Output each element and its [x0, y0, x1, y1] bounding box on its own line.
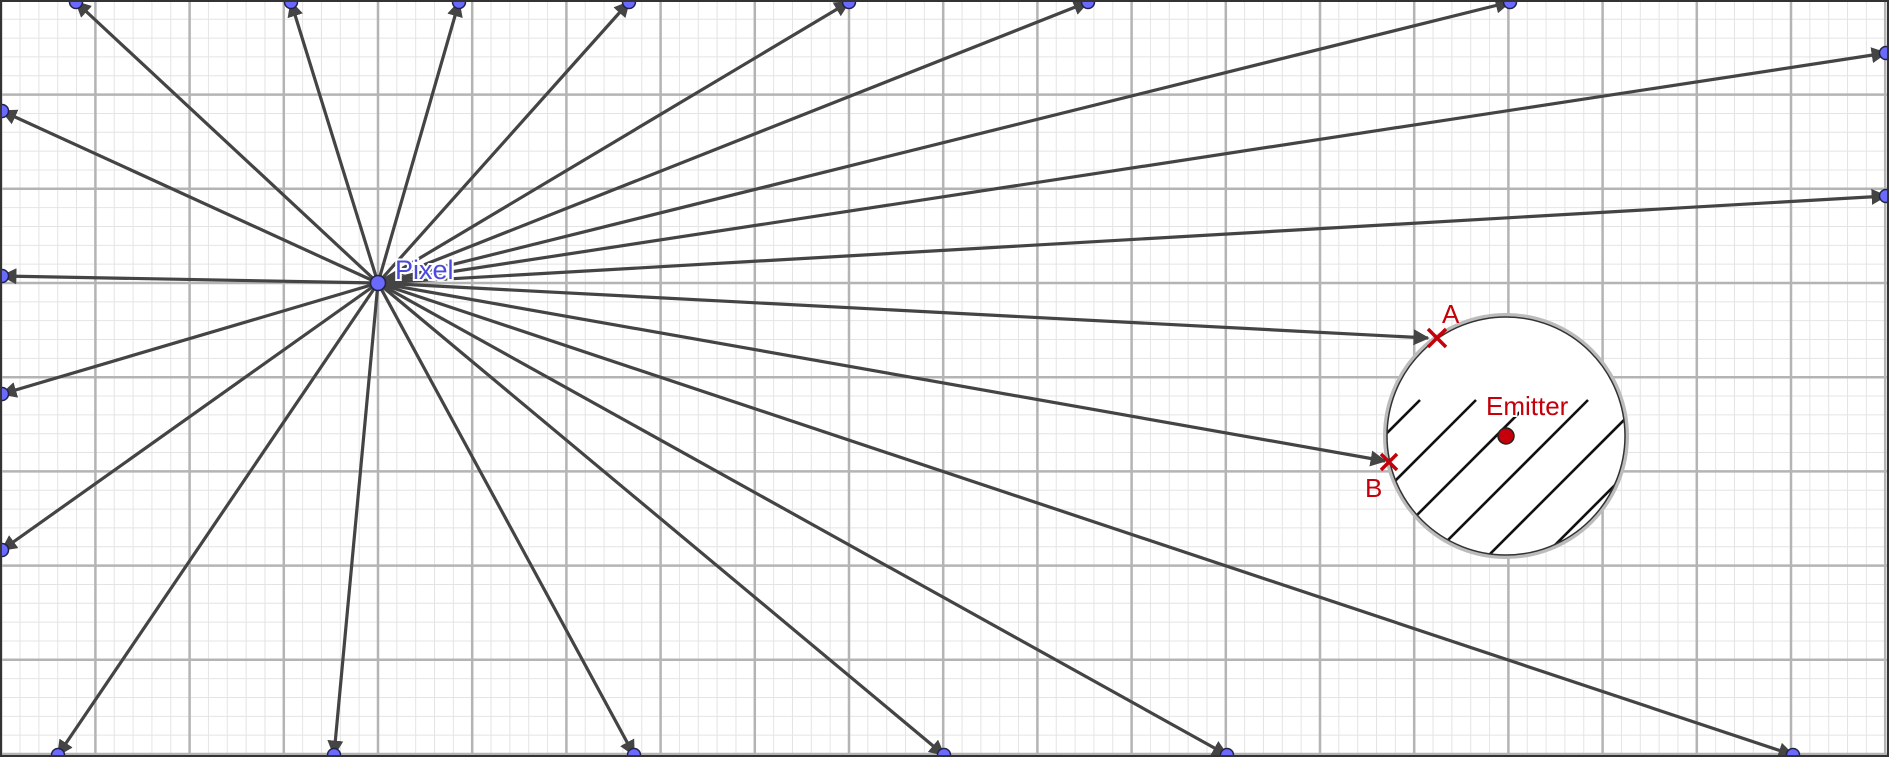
emitter-center-dot [1498, 428, 1514, 444]
emitter-label: Emitter [1486, 391, 1569, 421]
pixel-label: Pixel [395, 255, 454, 285]
point-b-label: B [1365, 473, 1382, 503]
point-a-label: A [1442, 299, 1460, 329]
pixel-point[interactable] [371, 276, 386, 291]
